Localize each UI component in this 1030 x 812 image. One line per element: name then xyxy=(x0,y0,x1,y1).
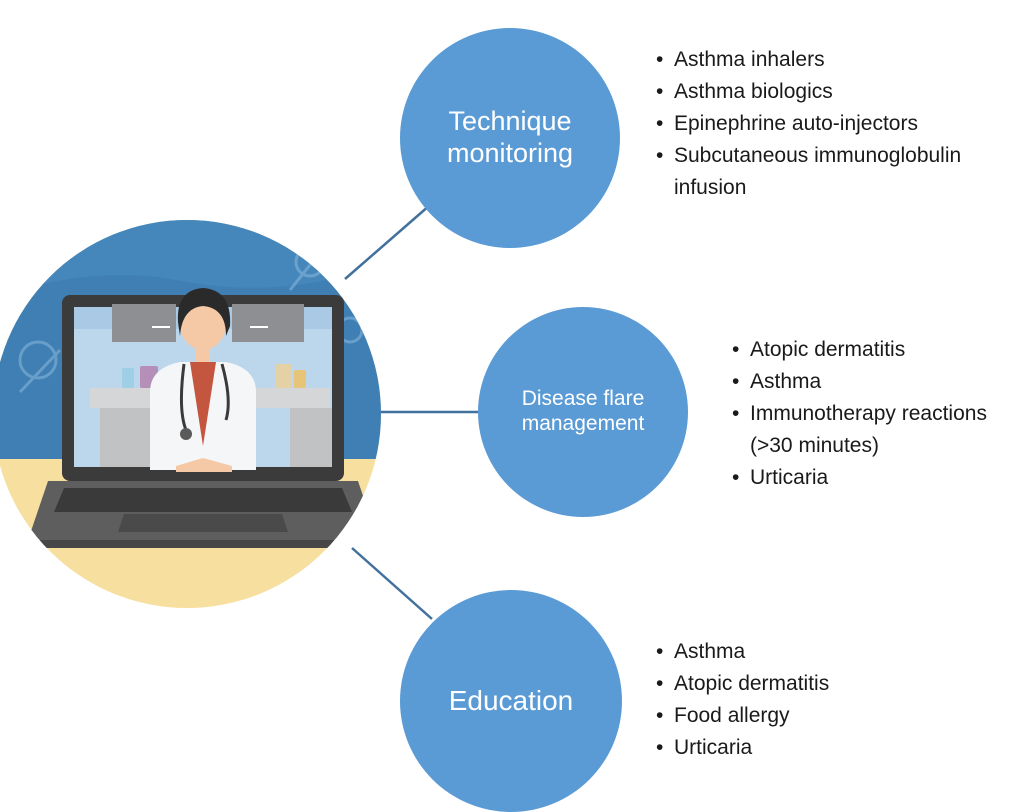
list-item: Food allergy xyxy=(656,700,956,732)
list-item: Subcutaneous immunoglobulin infusion xyxy=(656,140,996,204)
list-item: Asthma xyxy=(656,636,956,668)
connector-education xyxy=(351,547,433,620)
telemedicine-doctor-laptop-icon xyxy=(0,220,381,608)
node-disease-flare-management-line-1: Disease flare xyxy=(521,387,645,411)
disease-flare-management-list: Atopic dermatitis Asthma Immunotherapy r… xyxy=(732,334,1028,494)
education-list: Asthma Atopic dermatitis Food allergy Ur… xyxy=(656,636,956,764)
list-item: Atopic dermatitis xyxy=(732,334,1028,366)
list-item: Immunotherapy reactions (>30 minutes) xyxy=(732,398,1028,462)
node-disease-flare-management: Disease flare management xyxy=(478,307,688,517)
list-item: Epinephrine auto-injectors xyxy=(656,108,996,140)
node-disease-flare-management-line-2: management xyxy=(521,412,645,435)
list-item: Asthma inhalers xyxy=(656,44,996,76)
technique-monitoring-list: Asthma inhalers Asthma biologics Epineph… xyxy=(656,44,996,204)
list-item: Urticaria xyxy=(732,462,1028,494)
connector-technique xyxy=(344,204,431,280)
node-technique-monitoring: Technique monitoring xyxy=(400,28,620,248)
list-item: Atopic dermatitis xyxy=(656,668,956,700)
node-technique-monitoring-line-2: monitoring xyxy=(446,138,574,168)
node-technique-monitoring-line-1: Technique xyxy=(448,106,572,137)
node-education: Education xyxy=(400,590,622,812)
node-education-line-1: Education xyxy=(448,685,574,717)
list-item: Asthma xyxy=(732,366,1028,398)
list-item: Asthma biologics xyxy=(656,76,996,108)
list-item: Urticaria xyxy=(656,732,956,764)
